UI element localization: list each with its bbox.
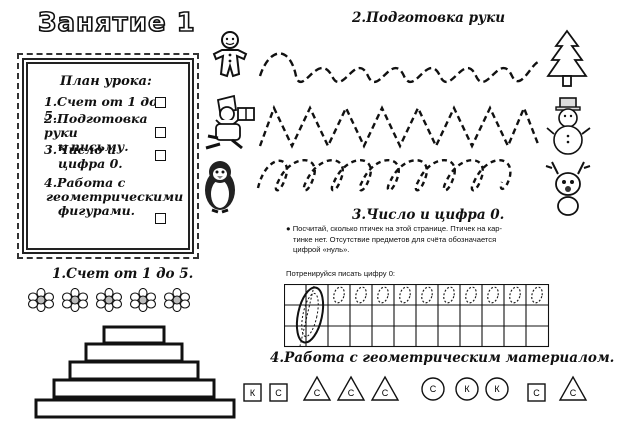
plan-item-1-text: 1.Счет от 1 до 5. — [44, 94, 158, 123]
plan-item-3-text-cont: цифра 0. — [58, 156, 123, 171]
bullet-icon: ● — [286, 224, 293, 233]
square-shape: К — [243, 383, 262, 402]
instruction-line-3: цифрой «нуль». — [293, 245, 350, 254]
plan-item-4-text: 4.Работа с — [44, 175, 126, 190]
plan-item-1: 1.Счет от 1 до 5. — [44, 95, 172, 123]
flower-icon — [163, 288, 191, 312]
santa-icon — [205, 94, 255, 150]
plan-item-1-checkbox[interactable] — [155, 97, 166, 108]
zero-practice-grid — [284, 284, 550, 348]
lesson-plan-title: План урока: — [60, 74, 152, 89]
shape-label: С — [533, 388, 540, 398]
plan-item-2-checkbox[interactable] — [155, 127, 166, 138]
flower-icon — [27, 288, 55, 312]
penguin-icon — [205, 161, 235, 214]
flower-icon — [61, 288, 89, 312]
shape-label: К — [464, 384, 470, 394]
pyramid-step-5 — [34, 398, 236, 419]
pyramid-step-1 — [102, 325, 166, 345]
pyramid-step-2 — [84, 342, 184, 363]
shape-label: С — [314, 388, 321, 398]
shape-label: С — [382, 388, 389, 398]
section-hand-prep-title: 2.Подготовка руки — [352, 10, 506, 26]
reindeer-icon — [545, 161, 591, 216]
shape-label: С — [430, 384, 437, 394]
shape-label: С — [570, 388, 577, 398]
instruction-line-1: Посчитай, сколько птичек на этой страниц… — [292, 224, 503, 233]
plan-item-2-text: 2.Подготовка руки — [44, 111, 148, 140]
page-title: Занятие 1 — [37, 7, 196, 39]
pyramid-step-4 — [52, 378, 216, 399]
circle-shape: К — [455, 377, 479, 401]
flowers-row — [26, 288, 192, 312]
plan-item-3-checkbox[interactable] — [155, 150, 166, 161]
triangle-shape: С — [370, 375, 400, 401]
plan-item-4: 4.Работа с геометрическими фигурами. — [44, 175, 184, 218]
section-counting-title: 1.Счет от 1 до 5. — [52, 266, 194, 282]
triangle-shape: С — [336, 375, 366, 401]
tracing-lines — [256, 52, 540, 192]
section-number-zero-title: 3.Число и цифра 0. — [352, 207, 505, 223]
circle-shape: С — [421, 377, 445, 401]
zero-sample — [295, 286, 325, 344]
shape-label: С — [275, 388, 282, 398]
number-zero-instruction: ● Посчитай, сколько птичек на этой стран… — [286, 224, 586, 256]
plan-item-2: 2.Подготовка руки к письму. — [44, 112, 172, 154]
flower-icon — [95, 288, 123, 312]
section-geometry-title: 4.Работа с геометрическим материалом. — [270, 350, 615, 366]
flower-icon — [129, 288, 157, 312]
square-shape: С — [269, 383, 288, 402]
triangle-shape: С — [302, 375, 332, 401]
tracing-zigzag — [258, 104, 540, 149]
christmas-tree-icon — [546, 29, 588, 87]
plan-item-4-checkbox[interactable] — [155, 213, 166, 224]
plan-item-4-text-cont: геометрическими — [46, 189, 184, 204]
plan-item-3: 3.Число и цифра 0. — [44, 143, 172, 171]
square-shape: С — [527, 383, 546, 402]
shape-label: К — [250, 388, 256, 398]
gingerbread-man-icon — [212, 31, 248, 78]
pyramid-step-3 — [68, 360, 200, 381]
steps-pyramid — [34, 325, 236, 419]
plan-item-4-text-cont2: фигурами. — [58, 203, 136, 218]
shape-label: С — [348, 388, 355, 398]
plan-item-2-text-cont: к письму. — [58, 139, 129, 154]
instruction-line-2: тинке нет. Отсутствие предметов для счёт… — [293, 234, 497, 244]
tracing-wave — [258, 52, 539, 84]
snowman-icon — [546, 97, 591, 155]
tracing-loops — [256, 159, 512, 192]
shape-label: К — [494, 384, 500, 394]
triangle-shape: С — [558, 375, 588, 401]
circle-shape: К — [485, 377, 509, 401]
practice-label: Потренируйся писать цифру 0: — [286, 269, 396, 278]
plan-item-3-text: 3.Число и — [44, 142, 117, 157]
